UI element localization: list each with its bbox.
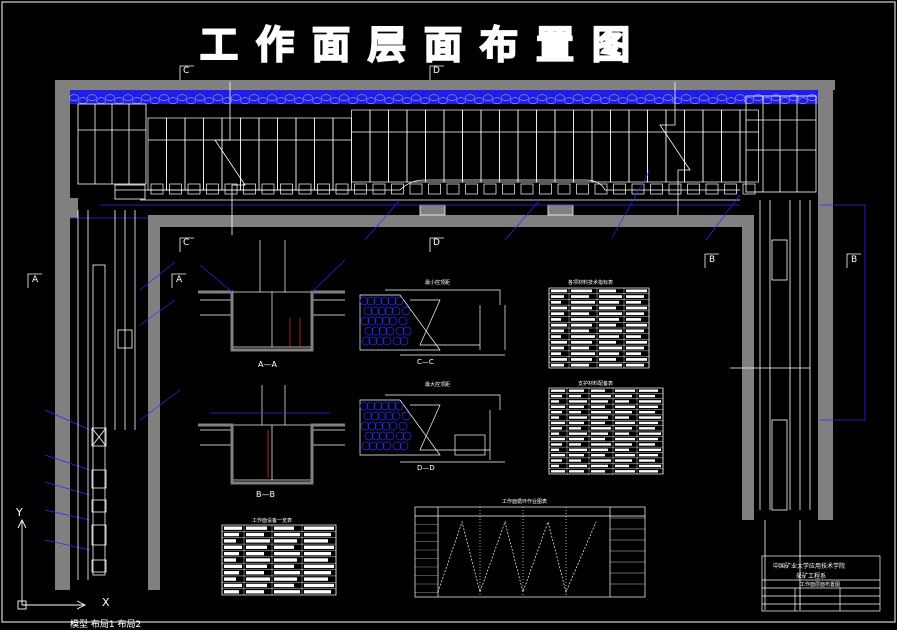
table-supports	[548, 387, 664, 475]
section-label-aa: A—A	[258, 360, 277, 369]
rock-band	[69, 90, 818, 104]
page-title: 工作面层面布置图	[199, 22, 649, 68]
table-title-materials: 各项材料技术指标表	[568, 280, 614, 286]
title-block-school: 中国矿业大学应用技术学院	[773, 563, 846, 570]
table-materials	[548, 287, 650, 369]
title-block	[761, 555, 881, 612]
face-conveyor	[114, 179, 740, 216]
min-control-label: 最小控顶距	[425, 280, 451, 286]
break-lines	[214, 82, 691, 235]
section-cc	[359, 289, 506, 356]
table-title-cycle: 工作面循环作业图表	[502, 499, 548, 505]
ucs-axis-icon	[17, 518, 87, 610]
section-mark-d-bottom: D	[433, 238, 440, 248]
support-cells	[147, 109, 759, 195]
layout-tabs-status[interactable]: 模型 布局1 布局2	[70, 620, 142, 630]
section-label-bb: B—B	[256, 490, 275, 499]
table-title-equipment: 工作面设备一览表	[252, 518, 293, 524]
cycle-chart	[414, 506, 646, 598]
section-aa	[198, 240, 346, 352]
section-label-cc: C—C	[417, 358, 434, 366]
max-control-label: 最大控顶距	[425, 382, 451, 388]
section-mark-boxes	[27, 65, 861, 288]
section-mark-b-right: B	[851, 255, 858, 265]
left-roadway-equipment	[77, 210, 136, 580]
section-mark-a-left: A	[32, 275, 39, 285]
section-mark-c-bottom: C	[183, 238, 190, 248]
axis-label-y: Y	[16, 506, 23, 519]
section-mark-c-top: C	[183, 66, 190, 76]
section-mark-d-top: D	[433, 66, 440, 76]
section-dd	[359, 394, 505, 463]
roadway-walls	[55, 80, 835, 590]
goaf-rubble	[359, 296, 412, 451]
section-mark-a-right: A	[176, 275, 183, 285]
title-block-dept: 采矿工程系	[796, 573, 827, 580]
axis-label-x: X	[102, 596, 110, 609]
table-title-supports: 支护材料配备表	[578, 381, 614, 387]
section-label-dd: D—D	[417, 464, 435, 472]
section-mark-b-left: B	[709, 255, 716, 265]
section-bb	[198, 385, 345, 485]
support-grid	[77, 95, 817, 193]
right-roadway-equipment	[730, 200, 811, 610]
table-equipment	[221, 524, 337, 596]
title-block-drawing-name: 工作面层面布置图	[800, 582, 841, 588]
